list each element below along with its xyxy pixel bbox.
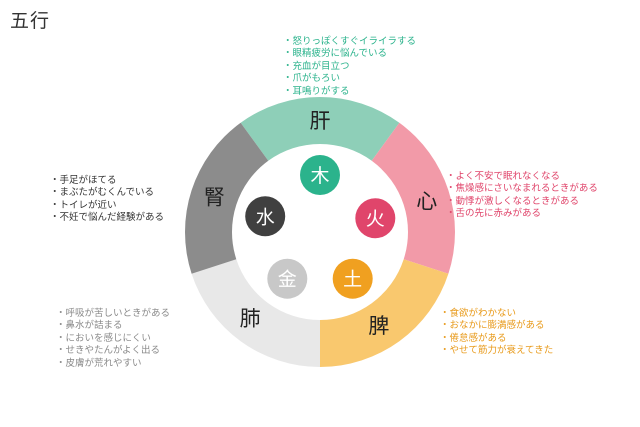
symptom-item: 動悸が激しくなるときがある — [446, 196, 598, 208]
symptom-item: 食欲がわかない — [440, 308, 553, 320]
symptom-item: まぶたがむくんでいる — [50, 187, 164, 199]
symptom-item: 不妊で悩んだ経験がある — [50, 212, 165, 224]
wood-symptom-list: 怒りっぽくすぐイライラする眼精疲労に悩んでいる充血が目立つ爪がもろい耳鳴りがする — [283, 36, 417, 98]
symptom-item: 鼻水が詰まる — [56, 320, 170, 332]
symptom-item: 怒りっぽくすぐイライラする — [283, 36, 417, 48]
earth-organ-label: 脾 — [368, 314, 389, 338]
symptom-item: 焦燥感にさいなまれるときがある — [446, 183, 598, 195]
wood-segment — [240, 97, 400, 161]
water-symptom-list: 手足がほてるまぶたがむくんでいるトイレが近い不妊で悩んだ経験がある — [50, 175, 165, 225]
metal-symptom-list: 呼吸が苦しいときがある鼻水が詰まるにおいを感じにくいせきやたんがよく出る皮膚が荒… — [56, 308, 171, 370]
symptom-item: 舌の先に赤みがある — [446, 208, 598, 220]
symptom-item: 耳鳴りがする — [283, 86, 416, 98]
wood-organ-label: 肝 — [310, 109, 331, 133]
symptom-item: 手足がほてる — [50, 175, 164, 187]
symptom-item: よく不安で眠れなくなる — [446, 171, 598, 183]
water-organ-label: 腎 — [204, 186, 225, 210]
fire-element-circle — [355, 198, 396, 239]
metal-organ-label: 肺 — [240, 306, 261, 330]
water-segment — [185, 122, 269, 274]
wood-element-label: 木 — [310, 165, 329, 187]
page-title: 五行 — [10, 10, 51, 32]
symptom-item: 充血が目立つ — [283, 61, 416, 73]
symptom-item: 呼吸が苦しいときがある — [56, 308, 171, 320]
water-element-label: 水 — [256, 206, 275, 228]
fire-organ-label: 心 — [416, 189, 437, 213]
metal-element-label: 金 — [278, 269, 297, 291]
symptom-item: 爪がもろい — [283, 73, 416, 85]
symptom-item: おなかに膨満感がある — [440, 320, 553, 332]
earth-element-label: 土 — [343, 269, 362, 291]
earth-segment — [320, 259, 449, 367]
symptom-item: 眼精疲労に悩んでいる — [283, 48, 416, 60]
earth-element-circle — [332, 258, 373, 299]
metal-element-circle — [267, 258, 308, 299]
symptom-item: 皮膚が荒れやすい — [56, 358, 170, 370]
symptom-item: 倦怠感がある — [440, 333, 553, 345]
water-element-circle — [245, 196, 286, 237]
symptom-item: やせて筋力が衰えてきた — [440, 345, 554, 357]
symptom-item: トイレが近い — [50, 200, 164, 212]
fire-symptom-list: よく不安で眠れなくなる焦燥感にさいなまれるときがある動悸が激しくなるときがある舌… — [446, 171, 598, 221]
metal-segment — [191, 259, 320, 367]
symptom-item: せきやたんがよく出る — [56, 345, 170, 357]
fire-segment — [371, 122, 455, 274]
wood-element-circle — [300, 155, 340, 195]
earth-symptom-list: 食欲がわかないおなかに膨満感がある倦怠感があるやせて筋力が衰えてきた — [440, 308, 554, 358]
fire-element-label: 火 — [366, 208, 385, 230]
symptom-item: においを感じにくい — [56, 333, 170, 345]
